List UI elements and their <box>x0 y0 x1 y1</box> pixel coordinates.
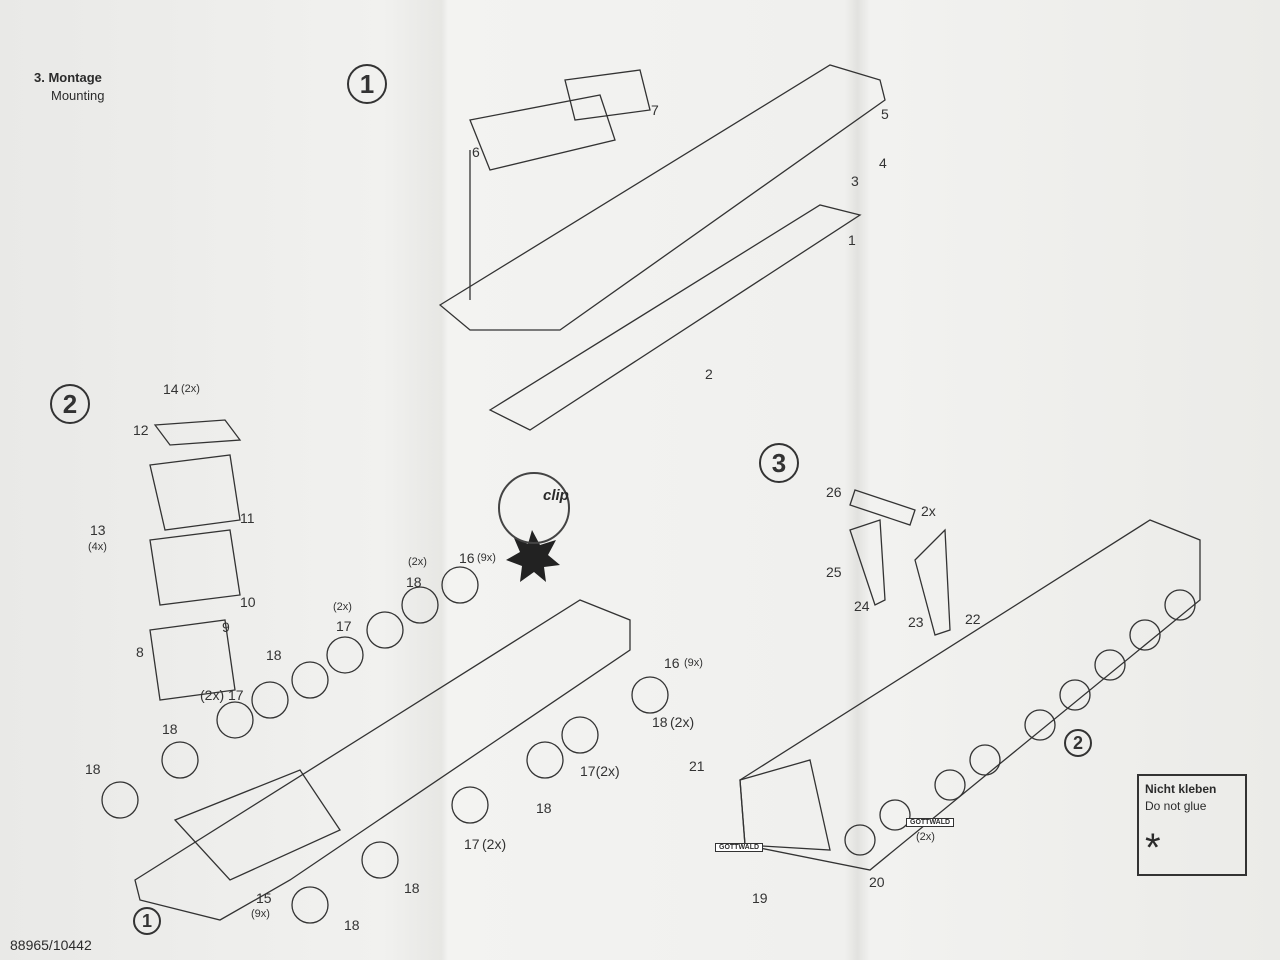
star-burst <box>506 530 560 582</box>
part-label: 18 <box>266 647 282 663</box>
part-qty: (2x) <box>482 836 507 852</box>
part-label: 5 <box>881 106 889 122</box>
part-label: 26 <box>826 484 842 500</box>
part-label: 17(2x) <box>580 763 620 779</box>
part-qty: 2x <box>921 503 936 519</box>
part-label: 4 <box>879 155 887 171</box>
part-label: 6 <box>472 144 480 160</box>
step-ref-2: 2 <box>1064 729 1092 757</box>
step-ref-1: 1 <box>133 907 161 935</box>
note-subtitle: Do not glue <box>1145 799 1207 813</box>
cab-drawing-step2 <box>149 419 242 701</box>
part-qty: (2x) <box>408 556 427 568</box>
part-label: 16 <box>459 550 475 566</box>
part-label: 18 <box>652 714 668 730</box>
chassis-drawing-step1 <box>438 64 886 431</box>
part-label: 14 <box>163 381 179 397</box>
part-label: 25 <box>826 564 842 580</box>
document-number: 88965/10442 <box>10 937 92 953</box>
wheels-drawing <box>101 566 669 924</box>
decal-gottwald: GOTTWALD <box>715 843 764 852</box>
part-label: 21 <box>689 758 705 774</box>
part-label: 18 <box>536 800 552 816</box>
clip-detail-circle <box>498 472 570 544</box>
part-label: 12 <box>133 422 149 438</box>
part-label: 18 <box>85 761 101 777</box>
part-qty: (9x) <box>684 657 703 669</box>
part-label: (2x) 17 <box>200 687 244 703</box>
part-label: 18 <box>406 574 422 590</box>
part-qty: (2x) <box>916 831 935 843</box>
part-label: 23 <box>908 614 924 630</box>
section-subtitle: Mounting <box>51 88 105 103</box>
part-label: 20 <box>869 874 885 890</box>
clip-label: clip <box>543 487 569 504</box>
part-label: 15 <box>256 890 272 906</box>
part-qty: (2x) <box>181 383 200 395</box>
step-marker-1: 1 <box>347 64 387 104</box>
part-label: 10 <box>240 594 256 610</box>
part-qty: (4x) <box>88 541 107 553</box>
asterisk-icon: * <box>1145 826 1161 870</box>
part-label: 17 <box>464 836 480 852</box>
part-label: 24 <box>854 598 870 614</box>
part-label: 13 <box>90 522 106 538</box>
crane-drawing-step3 <box>739 489 1201 871</box>
part-label: 7 <box>651 102 659 118</box>
part-label: 2 <box>705 366 713 382</box>
part-label: 11 <box>240 510 255 526</box>
part-label: 19 <box>752 890 768 906</box>
part-label: 18 <box>162 721 178 737</box>
part-label: 16 <box>664 655 680 671</box>
part-label: 18 <box>344 917 360 933</box>
part-qty: (2x) <box>670 714 695 730</box>
part-qty: (2x) <box>333 601 352 613</box>
part-label: 9 <box>222 619 230 635</box>
part-label: 17 <box>336 618 352 634</box>
part-label: 18 <box>404 880 420 896</box>
part-qty: (9x) <box>477 552 496 564</box>
step-marker-2: 2 <box>50 384 90 424</box>
part-label: 1 <box>848 232 856 248</box>
part-label: 22 <box>965 611 981 627</box>
part-label: 8 <box>136 644 144 660</box>
step-marker-3: 3 <box>759 443 799 483</box>
part-qty: (9x) <box>251 908 270 920</box>
do-not-glue-note: Nicht kleben Do not glue * <box>1137 774 1247 876</box>
part-label: 3 <box>851 173 859 189</box>
section-title: 3. Montage <box>34 70 102 85</box>
note-title: Nicht kleben <box>1145 782 1217 796</box>
decal-gottwald: GOTTWALD <box>906 818 955 827</box>
chassis-drawing-step2 <box>134 599 631 921</box>
